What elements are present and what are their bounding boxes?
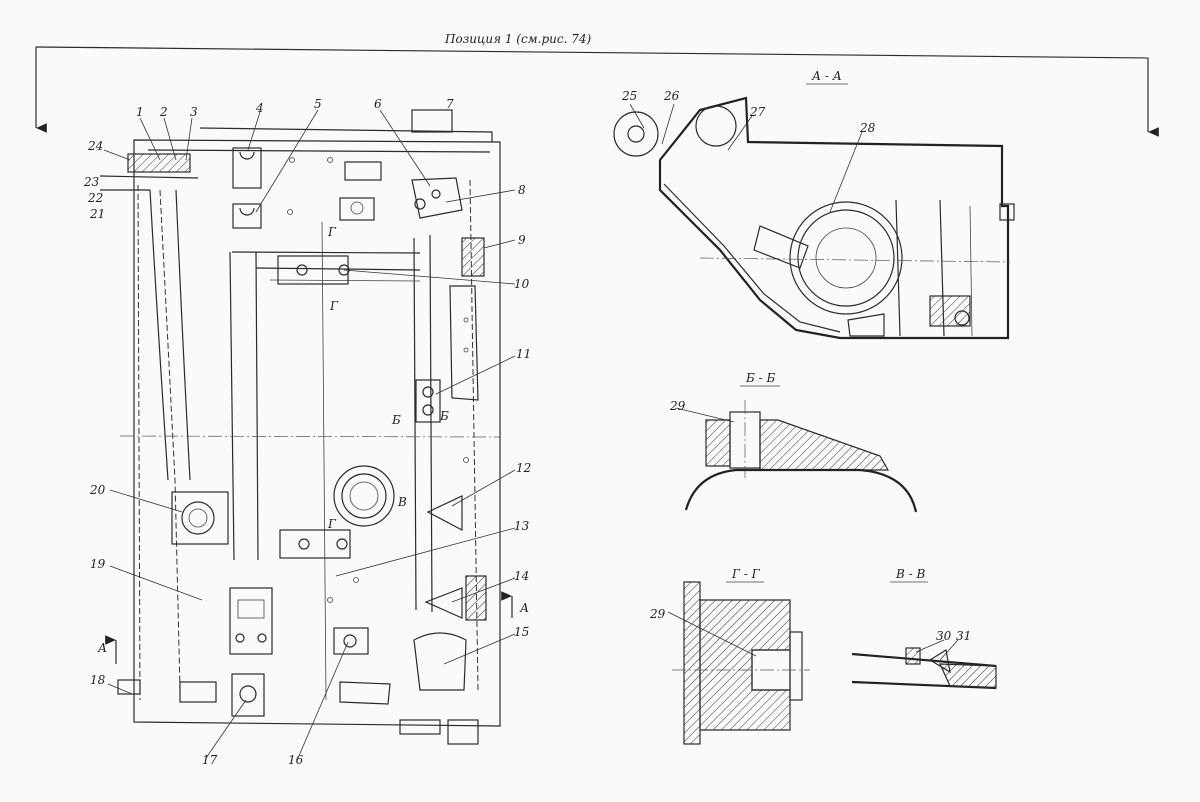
callout-24: 24 xyxy=(87,139,103,153)
mark-b-left: Б xyxy=(391,413,401,427)
callout-29b: 29 xyxy=(649,607,666,621)
callout-10: 10 xyxy=(514,277,530,291)
mark-b-right: Б xyxy=(439,409,449,423)
section-aa-title: А - А xyxy=(811,69,842,83)
mark-g-mid: Г xyxy=(327,517,337,531)
callout-3: 3 xyxy=(190,105,198,119)
callout-26: 26 xyxy=(663,89,680,103)
callout-28: 28 xyxy=(859,121,876,135)
callout-5: 5 xyxy=(314,97,322,111)
callout-25: 25 xyxy=(621,89,637,103)
callout-16: 16 xyxy=(288,753,304,767)
callout-11: 11 xyxy=(516,347,531,361)
callout-20: 20 xyxy=(89,483,106,497)
section-vv: В - В 30 31 xyxy=(851,567,997,690)
section-vv-title: В - В xyxy=(895,567,926,581)
callout-12: 12 xyxy=(516,461,531,475)
callout-2: 2 xyxy=(159,105,168,119)
mark-g-bottom: Г xyxy=(329,299,339,313)
callout-15: 15 xyxy=(514,625,529,639)
callout-29a: 29 xyxy=(669,399,686,413)
section-gg-title: Г - Г xyxy=(731,567,761,581)
mark-a-left: А xyxy=(97,641,107,655)
callout-18: 18 xyxy=(90,673,106,687)
callout-17: 17 xyxy=(202,753,218,767)
section-bb: Б - Б 29 xyxy=(669,371,918,513)
mark-a-right: А xyxy=(519,601,529,615)
plan-section-marks: Г Г Г Б Б В А А xyxy=(97,225,529,664)
section-aa: А - А 25 26 27 28 xyxy=(613,69,1015,340)
callout-19: 19 xyxy=(90,557,106,571)
callout-8: 8 xyxy=(518,183,526,197)
plan-view xyxy=(99,109,501,745)
callout-9: 9 xyxy=(518,233,526,247)
callout-31: 31 xyxy=(956,629,971,643)
section-gg: Г - Г 29 xyxy=(649,567,810,745)
callout-21: 21 xyxy=(89,207,105,221)
callout-13: 13 xyxy=(514,519,530,533)
callout-1: 1 xyxy=(136,105,144,119)
callout-23: 23 xyxy=(83,175,100,189)
callout-4: 4 xyxy=(255,101,264,115)
plan-callouts: 1 2 3 4 5 6 7 8 9 10 11 12 13 14 15 16 1… xyxy=(83,97,531,767)
callout-6: 6 xyxy=(374,97,382,111)
callout-7: 7 xyxy=(446,97,454,111)
callout-22: 22 xyxy=(87,191,103,205)
mark-v: В xyxy=(397,495,407,509)
position-caption: Позиция 1 (см.рис. 74) xyxy=(444,32,591,46)
position-header: Позиция 1 (см.рис. 74) xyxy=(35,32,1159,137)
callout-27: 27 xyxy=(749,105,766,119)
mark-g-top: Г xyxy=(327,225,337,239)
callout-30: 30 xyxy=(936,629,952,643)
section-bb-title: Б - Б xyxy=(745,371,776,385)
callout-14: 14 xyxy=(514,569,529,583)
